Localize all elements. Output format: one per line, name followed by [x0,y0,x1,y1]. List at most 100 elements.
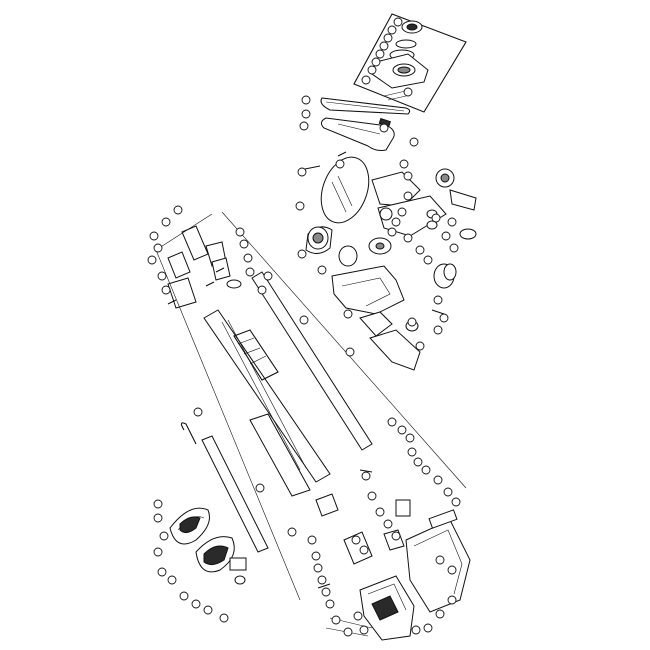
callout-bubble [307,535,317,545]
cable-spiral [233,329,279,381]
pole-frame [155,211,467,601]
callout-bubble [447,595,457,605]
callout-bubble [421,465,431,475]
callout-bubble [301,109,311,119]
callout-bubble [397,207,407,217]
callout-bubble [415,245,425,255]
battery-latch [428,509,458,529]
shaft [449,189,477,211]
callout-bubble [431,213,441,223]
callout-bubble [359,625,369,635]
callout-bubble [345,347,355,357]
callout-bubble [203,605,213,615]
outer-tube [203,309,331,483]
callout-bubble [391,531,401,541]
callout-bubble [433,295,443,305]
head-assembly [305,156,477,371]
callout-bubble [379,123,389,133]
callout-bubble [153,499,163,509]
callout-bubble [403,87,413,97]
callout-bubble [161,217,171,227]
callout-bubble [387,227,397,237]
gear-housing-inset [353,13,467,113]
callout-bubble [447,217,457,227]
trigger [343,531,373,565]
callout-bubble [235,227,245,237]
guide-bar [320,117,395,151]
callout-bubble [161,285,171,295]
motor-mount [369,329,421,371]
callout-bubble [147,255,157,265]
callout-bubble [299,121,309,131]
callout-bubble [407,317,417,327]
callout-bubble [313,563,323,573]
lower-tube [201,435,269,553]
callout-bubble [383,33,393,43]
switch [229,557,247,571]
battery-handle-parts [315,493,471,641]
callout-bubble [153,513,163,523]
callout-bubble [411,625,421,635]
washer [395,39,417,49]
callout-bubble [403,171,413,181]
callout-bubble [359,545,369,555]
callout-bubble [403,191,413,201]
callout-bubble [371,57,381,67]
callout-bubble [343,627,353,637]
callout-bubble [297,167,307,177]
callout-bubble [391,217,401,227]
callout-bubble [257,285,267,295]
callout-bubble [451,497,461,507]
callout-bubble [443,487,453,497]
clamp-2 [167,251,191,279]
callout-bubble [407,447,417,457]
callout-bubble [405,433,415,443]
callout-bubble [399,159,409,169]
oil-tank-housing [331,265,405,315]
callout-bubble [325,599,335,609]
trigger-lock [315,493,339,517]
callout-bubble [387,25,397,35]
callout-bubble [413,457,423,467]
callout-bubble [335,159,345,169]
callout-bubble [367,491,377,501]
callout-bubble [375,507,385,517]
callout-bubble [423,255,433,265]
callout-bubble [383,519,393,529]
callout-bubble [153,547,163,557]
handle-housing-right [405,519,471,613]
callout-bubble [367,65,377,75]
callout-bubble [361,471,371,481]
callout-bubble [343,309,353,319]
fasteners [167,151,445,589]
callout-bubble [435,609,445,619]
callout-bubble [423,623,433,633]
callout-bubble [149,231,159,241]
callout-bubble [193,407,203,417]
callout-bubble [299,315,309,325]
callout-bubble [433,325,443,335]
inner-tube [251,271,373,451]
callout-bubble [321,587,331,597]
chain-and-bar [320,97,411,151]
callout-bubble [409,137,419,147]
grip-sleeve [249,413,311,497]
callout-bubble [301,95,311,105]
label-plate [320,156,370,224]
callout-bubble [317,265,327,275]
callout-bubble [331,615,341,625]
callout-bubble [317,575,327,585]
callout-bubble [447,565,457,575]
callout-bubble [397,425,407,435]
coupling [359,311,393,337]
callout-bubble [361,75,371,85]
callout-bubble [157,271,167,281]
callout-bubble [245,267,255,277]
callout-bubble [435,555,445,565]
rear-handle-parts [169,507,247,585]
callout-bubble [393,17,403,27]
callout-bubble [173,205,183,215]
callout-bubble [439,313,449,323]
callout-bubble [295,201,305,211]
